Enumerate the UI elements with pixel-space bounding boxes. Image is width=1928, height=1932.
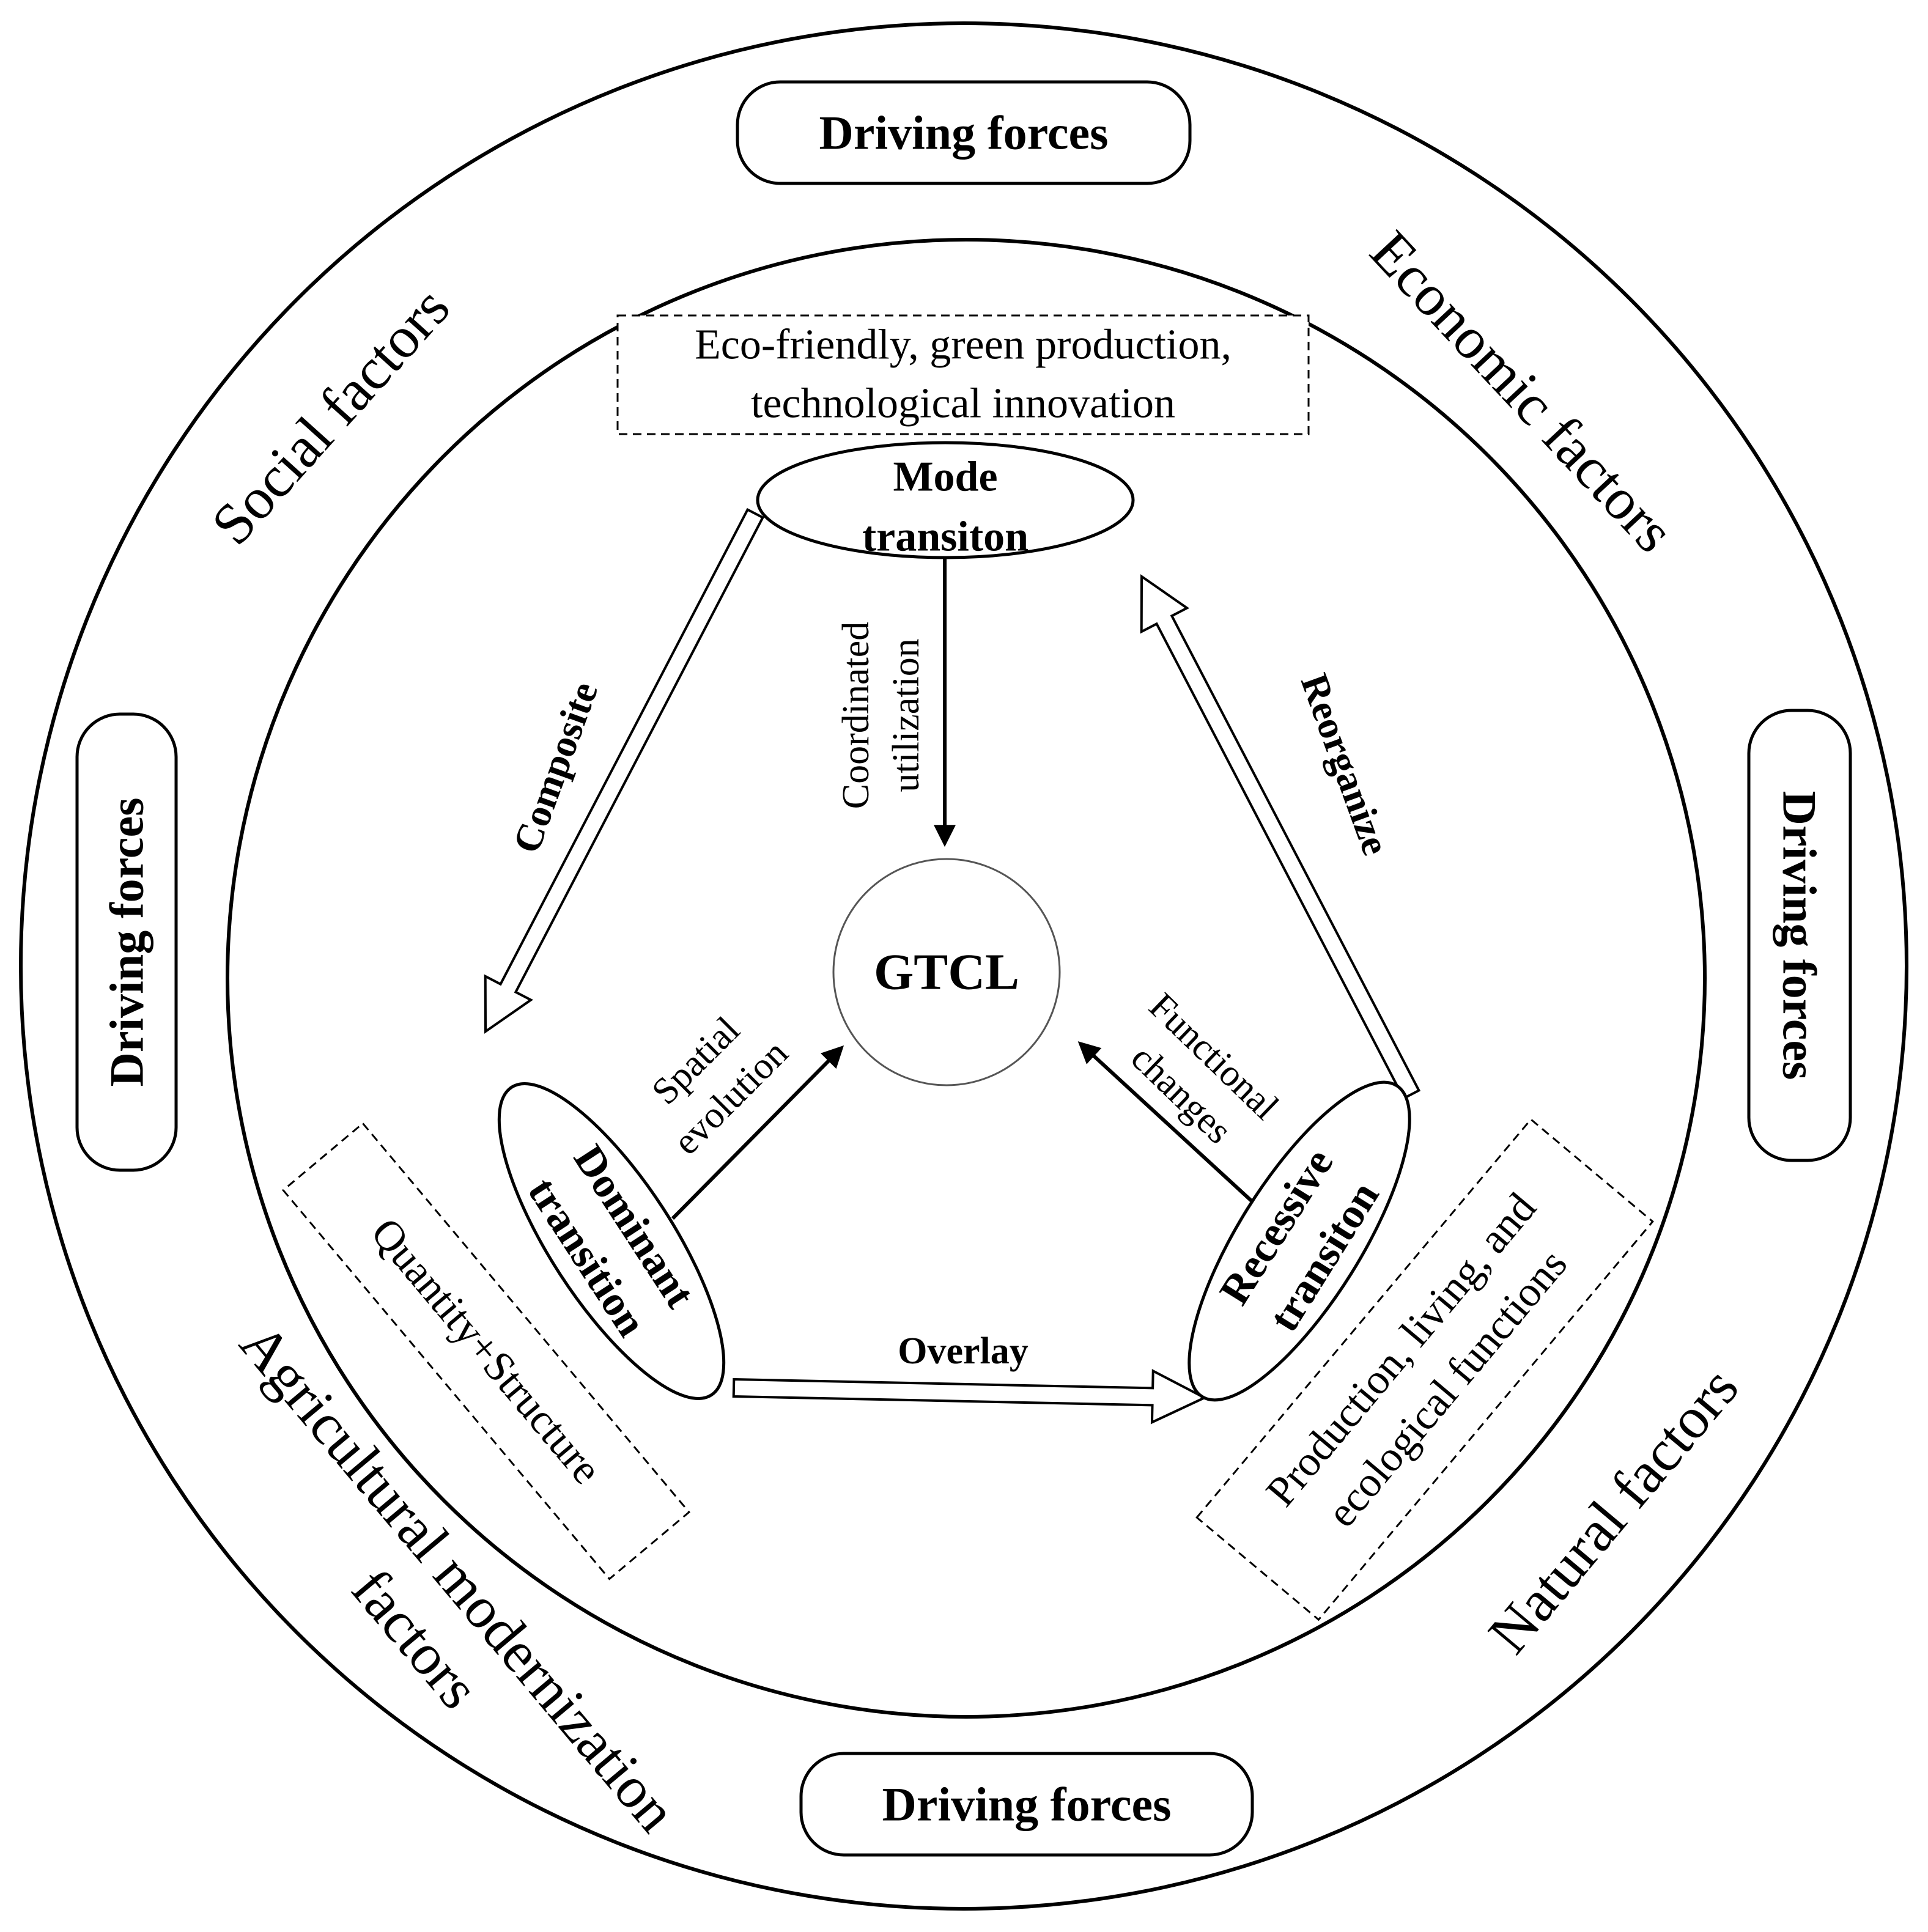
mode-transition-line2: transiton bbox=[862, 514, 1029, 561]
outer-ring bbox=[19, 21, 1908, 1911]
driving-forces-bottom-label: Driving forces bbox=[882, 1778, 1172, 1831]
mode-note-line2: technological innovation bbox=[751, 380, 1175, 427]
composite-arrow bbox=[484, 507, 765, 1034]
natural-factors-label: Natural factors bbox=[1476, 1355, 1751, 1665]
driving-forces-right-label: Driving forces bbox=[1773, 791, 1826, 1080]
coordinated-label-line1: Coordinated bbox=[835, 622, 877, 809]
driving-forces-left-label: Driving forces bbox=[100, 798, 153, 1087]
mode-note-line1: Eco-friendly, green production, bbox=[695, 322, 1232, 369]
reorganize-arrow bbox=[1140, 574, 1421, 1101]
reorganize-label: Reorganize bbox=[1293, 668, 1398, 861]
driving-forces-top-label: Driving forces bbox=[819, 106, 1109, 160]
spatial-evolution-arrow bbox=[671, 1045, 844, 1220]
mode-transition-line1: Mode bbox=[893, 454, 997, 501]
overlay-arrow bbox=[732, 1369, 1208, 1425]
social-factors-label: Social factors bbox=[199, 275, 462, 557]
driving-forces-top: Driving forces bbox=[736, 80, 1192, 185]
mode-note-box: Eco-friendly, green production, technolo… bbox=[616, 314, 1310, 435]
driving-forces-right: Driving forces bbox=[1747, 709, 1852, 1162]
inner-ring bbox=[226, 238, 1707, 1719]
gtcl-center-node: GTCL bbox=[832, 858, 1061, 1086]
coordinated-label-line2: utilization bbox=[885, 638, 927, 792]
gtcl-label: GTCL bbox=[874, 944, 1019, 1001]
functional-changes-arrow bbox=[1077, 1041, 1257, 1206]
overlay-label: Overlay bbox=[898, 1330, 1029, 1372]
mode-transition-node: Mode transiton bbox=[756, 441, 1135, 561]
economic-factors-label: Economic factors bbox=[1358, 218, 1687, 564]
driving-forces-left: Driving forces bbox=[75, 712, 178, 1172]
driving-forces-bottom: Driving forces bbox=[799, 1752, 1254, 1857]
